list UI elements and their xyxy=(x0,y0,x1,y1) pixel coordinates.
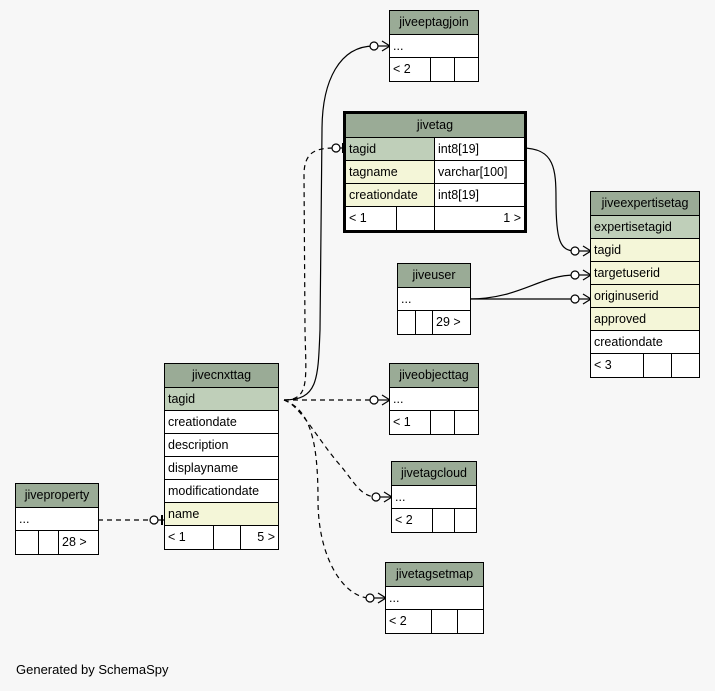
table-title: jivecnxttag xyxy=(165,364,278,388)
table-title: jiveeptagjoin xyxy=(390,11,478,35)
table-footer: 29 > xyxy=(398,311,470,334)
children-count: 1 > xyxy=(434,207,524,230)
column-row: tagid xyxy=(165,388,278,411)
column-row: displayname xyxy=(165,457,278,480)
table-columns-more: ... xyxy=(16,508,98,531)
table-jivetagsetmap[interactable]: jivetagsetmap ... < 2 xyxy=(385,562,484,634)
parents-count: < 2 xyxy=(395,513,413,527)
table-jiveeptagjoin[interactable]: jiveeptagjoin ... < 2 xyxy=(389,10,479,82)
parents-count: < 1 xyxy=(168,530,186,544)
edge-user-targetuserid xyxy=(468,274,576,300)
column-type: int8[19] xyxy=(434,138,524,160)
parents-count: < 2 xyxy=(393,62,411,76)
edge-cnxttag-tagsetmap xyxy=(283,399,371,599)
table-title: jivetag xyxy=(346,114,524,138)
table-jiveobjecttag[interactable]: jiveobjecttag ... < 1 xyxy=(389,363,479,435)
table-footer: < 3 xyxy=(591,354,699,377)
table-title: jivetagcloud xyxy=(392,462,476,486)
column-name: tagname xyxy=(346,161,434,183)
generated-by-label: Generated by SchemaSpy xyxy=(16,662,169,677)
column-name: creationdate xyxy=(346,184,434,206)
column-type: varchar[100] xyxy=(434,161,524,183)
edge-cnxttag-eptagjoin xyxy=(283,45,375,401)
column-row: originuserid xyxy=(591,285,699,308)
table-columns-more: ... xyxy=(386,587,483,610)
table-jiveexpertisetag[interactable]: jiveexpertisetag expertisetagid tagid ta… xyxy=(590,191,700,378)
column-name: tagid xyxy=(346,138,434,160)
table-title: jivetagsetmap xyxy=(386,563,483,587)
children-count: 28 > xyxy=(58,531,98,554)
column-row: expertisetagid xyxy=(591,216,699,239)
column-row: modificationdate xyxy=(165,480,278,503)
column-row: creationdate int8[19] xyxy=(346,184,524,207)
table-columns-more: ... xyxy=(390,388,478,411)
table-footer: < 1 xyxy=(390,411,478,434)
table-title: jiveproperty xyxy=(16,484,98,508)
table-columns-more: ... xyxy=(398,288,470,311)
table-columns-more: ... xyxy=(392,486,476,509)
table-jivetagcloud[interactable]: jivetagcloud ... < 2 xyxy=(391,461,477,533)
edge-cnxttag-tag xyxy=(283,147,337,401)
edge-tag-expertisetag xyxy=(521,147,576,252)
edge-cnxttag-tagcloud xyxy=(283,399,377,498)
table-footer: < 2 xyxy=(386,610,483,633)
table-columns-more: ... xyxy=(390,35,478,58)
table-footer: < 2 xyxy=(392,509,476,532)
parents-count: < 1 xyxy=(393,415,411,429)
table-jivetag[interactable]: jivetag tagid int8[19] tagname varchar[1… xyxy=(343,111,527,233)
table-jivecnxttag[interactable]: jivecnxttag tagid creationdate descripti… xyxy=(164,363,279,550)
column-row: tagid xyxy=(591,239,699,262)
column-row: creationdate xyxy=(591,331,699,354)
table-footer: 28 > xyxy=(16,531,98,554)
column-row: tagname varchar[100] xyxy=(346,161,524,184)
column-row: tagid int8[19] xyxy=(346,138,524,161)
table-title: jiveuser xyxy=(398,264,470,288)
column-row: creationdate xyxy=(165,411,278,434)
table-footer: < 1 1 > xyxy=(346,207,524,230)
table-title: jiveobjecttag xyxy=(390,364,478,388)
column-row: targetuserid xyxy=(591,262,699,285)
table-jiveproperty[interactable]: jiveproperty ... 28 > xyxy=(15,483,99,555)
parents-count: < 2 xyxy=(389,614,407,628)
table-jiveuser[interactable]: jiveuser ... 29 > xyxy=(397,263,471,335)
column-row: approved xyxy=(591,308,699,331)
children-count: 29 > xyxy=(432,311,470,334)
column-row: name xyxy=(165,503,278,526)
parents-count: < 3 xyxy=(594,358,612,372)
parents-count: < 1 xyxy=(349,211,367,225)
table-footer: < 2 xyxy=(390,58,478,81)
table-footer: < 1 5 > xyxy=(165,526,278,549)
column-type: int8[19] xyxy=(434,184,524,206)
table-title: jiveexpertisetag xyxy=(591,192,699,216)
column-row: description xyxy=(165,434,278,457)
children-count: 5 > xyxy=(240,526,278,549)
